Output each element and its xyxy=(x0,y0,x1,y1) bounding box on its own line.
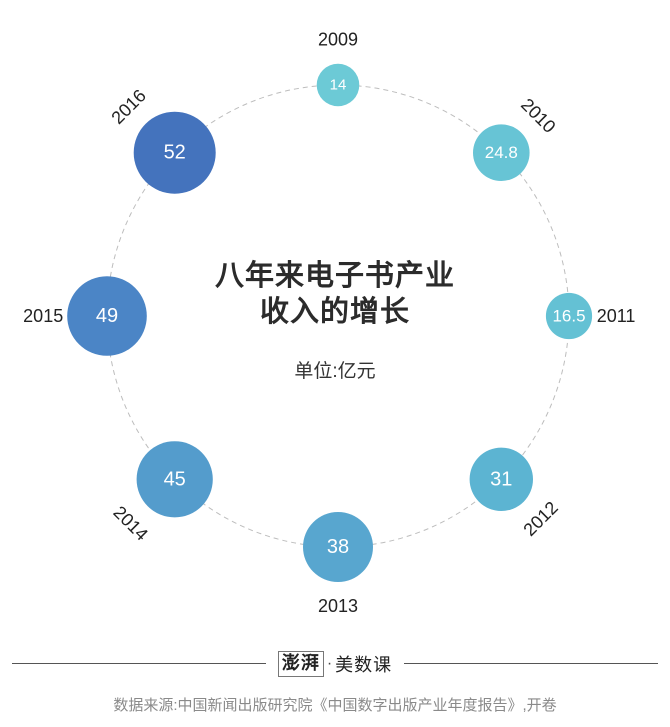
bubble-2010 xyxy=(473,124,530,181)
value-label-2015: 49 xyxy=(96,305,118,327)
year-label-2013: 2013 xyxy=(318,596,358,616)
footer-rule-left xyxy=(12,663,266,664)
value-label-2014: 45 xyxy=(164,468,186,490)
value-label-2011: 16.5 xyxy=(552,307,585,326)
bubble-ring-chart: 14 2009 24.8 2010 16.5 2011 31 2012 38 2013 45 2014… xyxy=(23,30,636,616)
value-label-2009: 14 xyxy=(330,77,347,94)
year-label-2014: 2014 xyxy=(109,502,151,544)
year-label-2010: 2010 xyxy=(517,94,559,136)
year-label-2009: 2009 xyxy=(318,30,358,50)
brand-name: 美数课 xyxy=(335,655,393,675)
brand-separator: · xyxy=(326,655,333,672)
bubble-2011 xyxy=(545,292,593,340)
unit-label: 单位:亿元 xyxy=(294,361,376,382)
bubble-2009 xyxy=(316,63,360,107)
value-label-2010: 24.8 xyxy=(485,143,518,162)
chart-title-block: 八年来电子书产业 收入的增长 单位:亿元 xyxy=(0,258,670,383)
bubble-2012 xyxy=(469,447,533,511)
brand-logo: 澎湃 · 美数课 xyxy=(266,649,404,679)
year-label-2011: 2011 xyxy=(597,306,636,326)
year-label-2016: 2016 xyxy=(107,85,149,127)
bubble-2016 xyxy=(133,111,216,194)
bubble-2013 xyxy=(303,512,373,582)
brand-mark: 澎湃 xyxy=(277,651,324,677)
value-label-2016: 52 xyxy=(164,142,186,164)
year-label-2015: 2015 xyxy=(23,306,63,326)
source-note: 数据来源:中国新闻出版研究院《中国数字出版产业年度报告》,开卷 xyxy=(113,697,557,714)
year-label-2012: 2012 xyxy=(519,497,561,539)
bubble-2014 xyxy=(136,441,213,518)
value-label-2012: 31 xyxy=(490,468,512,490)
chart-title-line-1: 八年来电子书产业 xyxy=(214,260,455,292)
footer-rule-right xyxy=(404,663,658,664)
value-label-2013: 38 xyxy=(327,536,349,558)
chart-title-line-2: 收入的增长 xyxy=(259,296,410,328)
bubble-2015 xyxy=(67,276,147,356)
